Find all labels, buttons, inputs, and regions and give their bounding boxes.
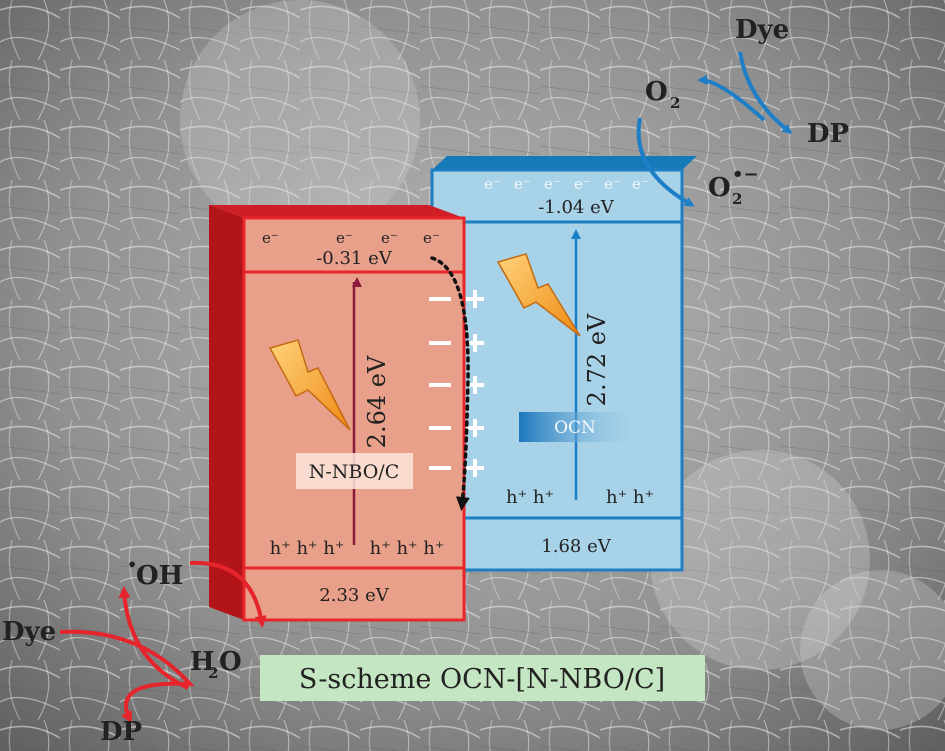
minus-sign: [429, 341, 451, 345]
ocn-electron: e⁻: [604, 175, 621, 193]
interface-charges: [429, 290, 484, 477]
plus-sign: [473, 419, 477, 437]
ocn-top-face: [432, 156, 697, 170]
nnbo-vb-value: 2.33 eV: [319, 585, 389, 606]
oh-radical-label: OH: [136, 561, 183, 591]
ocn-name-box: [519, 412, 634, 442]
ocn-holes-left: h⁺ h⁺: [506, 487, 554, 508]
nnbo-name: N-NBO/C: [309, 461, 400, 483]
particle-cluster-2: [800, 570, 945, 730]
nnbo-electron: e⁻: [423, 229, 440, 247]
bottom-dp-label: DP: [100, 717, 142, 747]
nnbo-holes-right: h⁺ h⁺ h⁺: [370, 538, 445, 559]
diagram-title: S-scheme OCN-[N-NBO/C]: [299, 664, 665, 695]
ocn-vb-value: 1.68 eV: [541, 536, 611, 557]
minus-sign: [429, 426, 451, 430]
ocn-electron: e⁻: [632, 175, 649, 193]
o2-regeneration-arrow: [697, 75, 766, 122]
plus-sign: [473, 376, 477, 394]
plus-sign: [473, 334, 477, 352]
light-bolt-icon: [268, 339, 351, 431]
ocn-name: OCN: [554, 418, 596, 438]
superoxide-label: O: [708, 173, 731, 203]
h2o-oxidation-arrow: [118, 586, 189, 690]
h2o-label-o: O: [219, 647, 242, 677]
nnbo-side-face: [209, 205, 244, 620]
title-box: [260, 655, 705, 701]
top-reaction-cycle: [636, 51, 793, 207]
particle-cluster: [650, 450, 870, 670]
top-dye-label: Dye: [735, 15, 789, 45]
superoxide-subscript: 2: [732, 190, 742, 208]
dye-to-dp-arrow: [738, 51, 793, 134]
oh-generation-arrow: [189, 560, 267, 628]
top-o2-subscript: 2: [670, 94, 680, 112]
ocn-front-face: [430, 168, 684, 572]
h2o-subscript: 2: [208, 664, 218, 682]
minus-sign: [429, 466, 451, 470]
nnbo-cb-value: -0.31 eV: [316, 248, 393, 269]
nnbo-electrons: e⁻ e⁻ e⁻ e⁻: [262, 229, 440, 247]
ocn-electron: e⁻: [514, 175, 531, 193]
minus-sign: [429, 297, 451, 301]
plus-sign: [473, 290, 477, 308]
nnbo-bandgap: 2.64 eV: [363, 355, 391, 448]
nnbo-electron: e⁻: [381, 229, 398, 247]
bottom-dye-label: Dye: [2, 617, 56, 647]
nnbo-top-face: [209, 205, 464, 218]
top-o2-label: O: [645, 77, 668, 107]
nnbo-holes-left: h⁺ h⁺ h⁺: [270, 538, 345, 559]
superoxide-charge: •−: [732, 164, 759, 185]
light-bolt-icon: [496, 253, 581, 337]
nnbo-name-box: [296, 453, 413, 489]
ocn-band-block: [430, 156, 697, 572]
oh-radical-dot: •: [127, 555, 137, 574]
bottom-reaction-cycle: [59, 560, 267, 724]
top-dp-label: DP: [807, 119, 849, 149]
ocn-bandgap: 2.72 eV: [583, 313, 611, 406]
h2o-label-h: H: [190, 647, 215, 677]
particle-cluster-3: [180, 0, 420, 240]
plus-sign: [473, 459, 477, 477]
nnbo-electron: e⁻: [336, 229, 353, 247]
nnbo-electron: e⁻: [262, 229, 279, 247]
minus-sign: [429, 383, 451, 387]
ocn-electron: e⁻: [544, 175, 561, 193]
ocn-holes-right: h⁺ h⁺: [606, 487, 654, 508]
dye-degradation-arrow: [59, 629, 195, 724]
ocn-cb-value: -1.04 eV: [538, 197, 615, 218]
ocn-electron: e⁻: [484, 175, 501, 193]
ocn-electrons: e⁻ e⁻ e⁻ e⁻ e⁻ e⁻: [484, 175, 649, 193]
o2-reduction-arrow: [636, 117, 695, 207]
charge-transfer-arrow: [430, 256, 470, 511]
ocn-electron: e⁻: [574, 175, 591, 193]
